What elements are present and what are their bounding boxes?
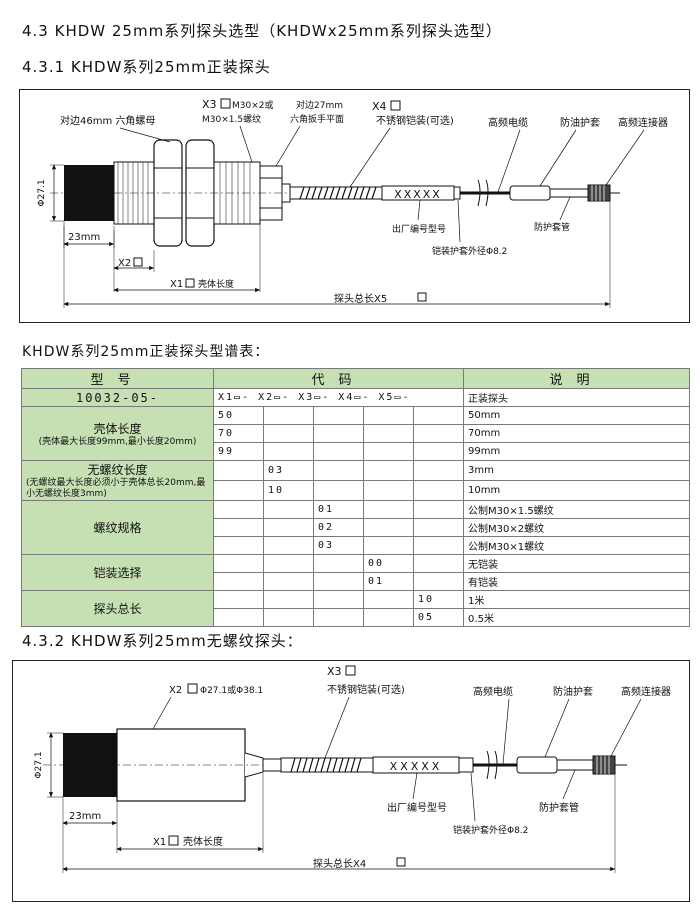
tip-length-label: 23mm xyxy=(69,811,101,822)
svg-text:Φ27.1或Φ38.1: Φ27.1或Φ38.1 xyxy=(200,684,263,696)
table-row: 无螺纹长度(无螺纹最大长度必须小于壳体总长20mm,最小无螺纹长度3mm) 03… xyxy=(21,460,691,501)
diameter-label: Φ27.1 xyxy=(37,179,47,206)
hex-nut-label: 对边46mm 六角螺母 xyxy=(60,114,155,127)
connector-label: 高频连接器 xyxy=(621,685,671,698)
connector-label: 高频连接器 xyxy=(618,116,668,129)
probe-drawing-2: XXXXX X3 不锈钢铠装(可选) X2 Φ27.1或Φ38.1 高频电缆 防… xyxy=(34,665,671,873)
total-length-label: 探头总长X4 xyxy=(313,857,366,870)
svg-text:壳体长度: 壳体长度 xyxy=(183,835,223,848)
svg-text:铠装护套外径Φ8.2: 铠装护套外径Φ8.2 xyxy=(453,824,528,836)
table-row: 探头总长 10 1米 xyxy=(21,590,691,627)
table-header-row: 型号 代码 说明 xyxy=(21,368,691,389)
table-caption: KHDW系列25mm正装探头型谱表： xyxy=(22,344,270,360)
svg-text:防护套管: 防护套管 xyxy=(534,221,570,233)
section-heading-4-3-2: 4.3.2 KHDW系列25mm无螺纹探头： xyxy=(22,632,303,650)
svg-text:六角扳手平面: 六角扳手平面 xyxy=(290,113,344,125)
svg-text:M30×1.5螺纹: M30×1.5螺纹 xyxy=(202,113,261,125)
diagram-threaded-probe: XXXXX 对边46mm 六角螺母 X3 M30×2或 M30×1.5螺纹 对边… xyxy=(19,89,690,323)
hf-connector xyxy=(587,184,611,202)
svg-text:防护套管: 防护套管 xyxy=(539,801,579,814)
total-length-label: 探头总长X5 xyxy=(334,292,387,305)
svg-text:出厂编号型号: 出厂编号型号 xyxy=(387,801,447,814)
svg-text:壳体长度: 壳体长度 xyxy=(198,278,234,290)
table-row: 01 有铠装 xyxy=(22,572,691,591)
section-heading-4-3-1: 4.3.1 KHDW系列25mm正装探头 xyxy=(22,58,271,76)
cable-label: 高频电缆 xyxy=(488,116,528,129)
hf-connector xyxy=(592,755,616,775)
table-row: 螺纹规格 01 公制M30×1.5螺纹 xyxy=(21,500,691,555)
svg-text:X4: X4 xyxy=(372,100,387,113)
table-row: 壳体长度(壳体最大长度99mm,最小长度20mm) 50 50mm xyxy=(21,406,691,461)
probe-drawing-1: XXXXX 对边46mm 六角螺母 X3 M30×2或 M30×1.5螺纹 对边… xyxy=(37,98,668,308)
diagram-unthreaded-probe: XXXXX X3 不锈钢铠装(可选) X2 Φ27.1或Φ38.1 高频电缆 防… xyxy=(12,660,690,902)
section-heading-4-3: 4.3 KHDW 25mm系列探头选型（KHDWx25mm系列探头选型） xyxy=(22,22,502,40)
table-row: 铠装选择 00 无铠装 xyxy=(21,554,691,591)
spec-table: 型号 代码 说明 10032-05- X1▭- X2▭- X3▭- X4▭- X… xyxy=(21,368,691,627)
oil-label: 防油护套 xyxy=(560,116,600,129)
serial-marks: XXXXX xyxy=(394,188,442,201)
svg-text:X2: X2 xyxy=(118,258,131,269)
table-row: 10 10mm xyxy=(22,480,691,501)
armor-label: 不锈钢铠装(可选) xyxy=(376,114,454,127)
oil-jacket xyxy=(509,185,551,201)
svg-text:X1: X1 xyxy=(170,279,183,290)
svg-text:X3: X3 xyxy=(202,98,217,111)
table-row: 10032-05- X1▭- X2▭- X3▭- X4▭- X5▭- 正装探头 xyxy=(21,388,691,407)
svg-text:出厂编号型号: 出厂编号型号 xyxy=(392,223,446,235)
svg-text:X3: X3 xyxy=(327,665,342,678)
svg-text:M30×2或: M30×2或 xyxy=(232,99,274,111)
serial-marks: XXXXX xyxy=(390,760,443,773)
oil-label: 防油护套 xyxy=(553,685,593,698)
cable-label: 高频电缆 xyxy=(473,685,513,698)
svg-text:X1: X1 xyxy=(153,837,166,848)
oil-jacket xyxy=(516,756,558,774)
svg-text:铠装护套外径Φ8.2: 铠装护套外径Φ8.2 xyxy=(432,245,507,257)
svg-text:X2: X2 xyxy=(169,685,182,696)
svg-text:对边27mm: 对边27mm xyxy=(296,99,343,111)
table-row: 05 0.5米 xyxy=(22,608,691,627)
tip-length-label: 23mm xyxy=(68,232,100,243)
diameter-label: Φ27.1 xyxy=(34,751,44,778)
armor-label: 不锈钢铠装(可选) xyxy=(327,683,405,696)
